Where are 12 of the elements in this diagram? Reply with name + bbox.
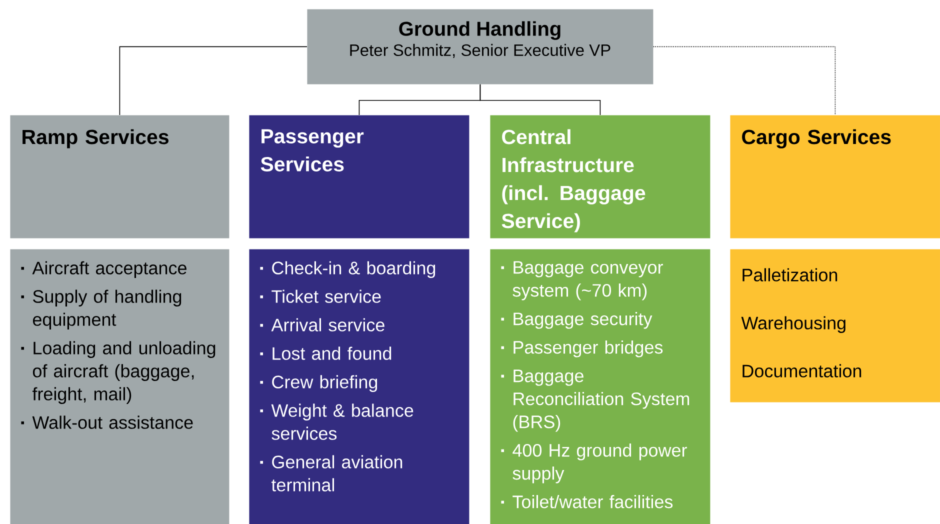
department-header: Central Infrastructure (incl. Baggage Service) xyxy=(490,115,710,238)
department-header: Cargo Services xyxy=(730,115,940,238)
connector-line xyxy=(480,84,601,116)
task-list-box: Baggage conveyor system (~70 km) Baggage security Passenger bridges Baggage Reconciliation System (BRS) 400 Hz ground power supply Toilet/water facilities xyxy=(490,249,710,524)
department-header: Passenger Services xyxy=(249,115,470,238)
org-box: Ground Handling Peter Schmitz, Senior Executive VP xyxy=(307,9,654,84)
connector-line xyxy=(653,46,836,116)
connector-line xyxy=(119,46,308,116)
task-list-box: Palletization Warehousing Documentation xyxy=(730,249,940,402)
task-list-box: Check-in & boarding Ticket service Arrival service Lost and found Crew briefing Weight & balance services General aviation terminal xyxy=(249,249,470,524)
department-header: Ramp Services xyxy=(10,115,230,238)
task-list-box: Aircraft acceptance Supply of handling equipment Loading and unloading of aircraft (baggage, freight, mail) Walk-out assistance xyxy=(10,249,230,524)
